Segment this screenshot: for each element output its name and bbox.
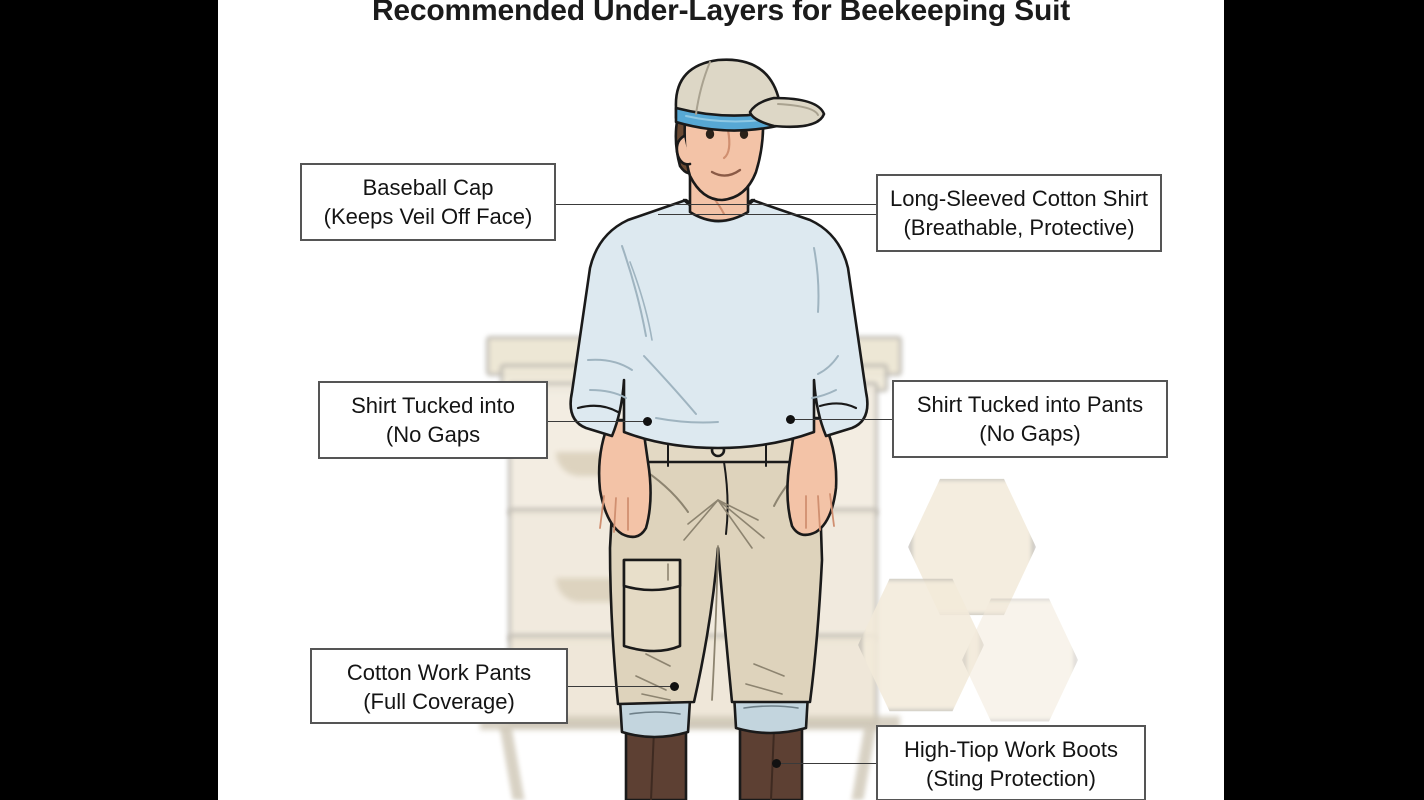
callout-line1: Shirt Tucked into Pants	[916, 392, 1144, 417]
cotton-shirt-icon	[569, 198, 869, 450]
anchor-dot-shirt-tuck-right	[786, 415, 795, 424]
beekeeper-figure	[569, 58, 869, 800]
anchor-dot-work-pants	[670, 682, 679, 691]
work-boots-icon	[624, 724, 804, 800]
callout-line2: (Keeps Veil Off Face)	[323, 204, 533, 229]
diagram-canvas: Recommended Under-Layers for Beekeeping …	[218, 0, 1224, 800]
honeycomb-hexagon-icon	[858, 578, 984, 712]
hands-icon	[597, 416, 838, 539]
anchor-dot-shirt-tuck-left	[643, 417, 652, 426]
callout-cotton-shirt[interactable]: Long-Sleeved Cotton Shirt (Breathable, P…	[876, 174, 1162, 252]
callout-line1: Long-Sleeved Cotton Shirt	[889, 186, 1149, 211]
page-title: Recommended Under-Layers for Beekeeping …	[371, 0, 1071, 27]
letterbox-bar-left	[0, 0, 218, 800]
baseball-cap-icon	[674, 58, 826, 132]
callout-line2: (Full Coverage)	[363, 689, 515, 714]
callout-shirt-tuck-left[interactable]: Shirt Tucked into (No Gaps	[318, 381, 548, 459]
callout-work-boots[interactable]: High-Tiop Work Boots (Sting Protection)	[876, 725, 1146, 800]
callout-line2: (No Gaps	[385, 422, 481, 447]
letterbox-bar-right	[1224, 0, 1424, 800]
leader-line-work-boots	[776, 763, 878, 764]
callout-line2: (Sting Protection)	[926, 766, 1096, 791]
leader-line-work-pants	[568, 686, 676, 687]
callout-line2: (No Gaps)	[979, 421, 1081, 446]
callout-line2: (Breathable, Protective)	[903, 215, 1135, 240]
callout-line1: Cotton Work Pants	[346, 660, 532, 685]
callout-work-pants[interactable]: Cotton Work Pants (Full Coverage)	[310, 648, 568, 724]
callout-line1: Shirt Tucked into	[351, 393, 515, 418]
callout-shirt-tuck-right[interactable]: Shirt Tucked into Pants (No Gaps)	[892, 380, 1168, 458]
callout-line1: High-Tiop Work Boots	[904, 737, 1118, 762]
leader-line-shirt-tuck-left	[548, 421, 648, 422]
callout-line1: Baseball Cap	[362, 175, 494, 200]
leader-line-shirt-tuck-right	[790, 419, 894, 420]
anchor-dot-work-boots	[772, 759, 781, 768]
callout-baseball-cap[interactable]: Baseball Cap (Keeps Veil Off Face)	[300, 163, 556, 241]
leader-line-baseball-cap	[556, 204, 1096, 205]
